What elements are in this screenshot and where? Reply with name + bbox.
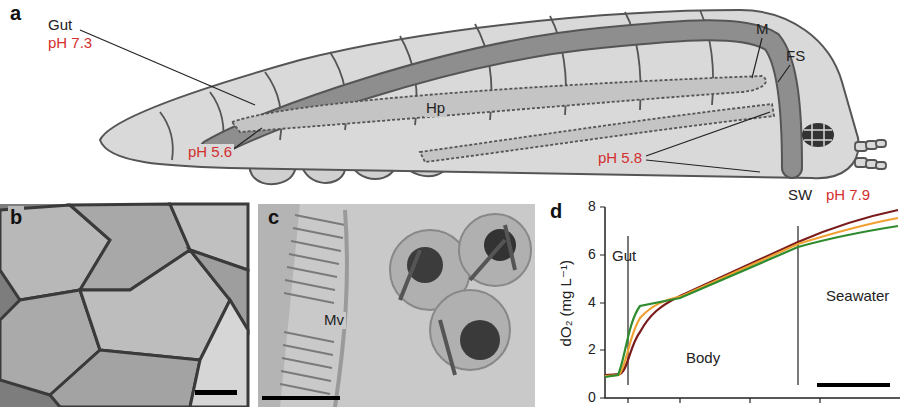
tick-label: 8: [588, 199, 596, 214]
ph-value: pH 7.9: [826, 187, 870, 204]
sem-micrograph: [0, 204, 248, 407]
amphipod-illustration: [80, 10, 886, 184]
part-name: Mv: [322, 312, 346, 329]
tick-label: 2: [588, 342, 596, 357]
axis-title: dO₂ (mg L⁻¹): [558, 260, 575, 346]
line-chart: [600, 207, 900, 403]
part-name: Hp: [424, 100, 447, 117]
region-label: Body: [686, 350, 720, 367]
region-label: Seawater: [826, 288, 889, 305]
panel-letter: b: [8, 206, 24, 228]
tick-label: 0: [588, 390, 596, 405]
part-name: SW: [788, 187, 812, 204]
panel-letter: a: [10, 2, 21, 24]
ph-value: pH 5.8: [596, 150, 644, 167]
tick-label: 6: [588, 247, 596, 262]
ph-value: pH 5.6: [186, 144, 234, 161]
region-label: Gut: [612, 248, 636, 265]
part-name: FS: [786, 48, 805, 65]
panel-letter: c: [266, 206, 281, 228]
tem-micrograph: [258, 204, 535, 407]
tick-label: 4: [588, 295, 596, 310]
part-name: Gut: [48, 17, 72, 34]
part-name: M: [756, 21, 769, 38]
panel-letter: d: [550, 200, 562, 222]
ph-value: pH 7.3: [48, 35, 92, 52]
